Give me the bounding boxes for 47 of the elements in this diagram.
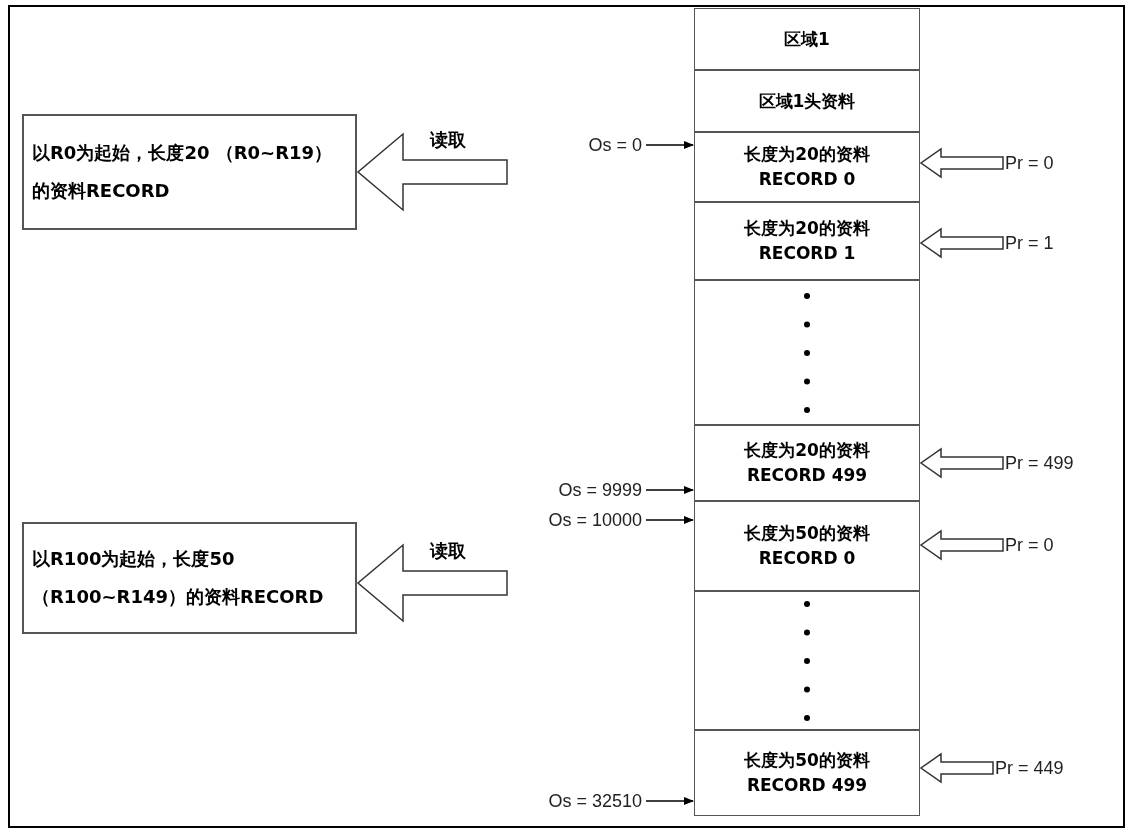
memory-cell <box>694 591 920 730</box>
memory-cell <box>694 730 920 816</box>
record-label: RECORD 0 <box>758 168 856 191</box>
offset-label: Os = 10000 <box>548 509 642 531</box>
hollow-arrow <box>919 147 1004 179</box>
arrow <box>645 486 694 494</box>
arrow <box>645 141 694 149</box>
offset-label: Os = 9999 <box>558 479 642 501</box>
edge-label: 读取 <box>428 539 468 563</box>
record-label: RECORD 1 <box>758 242 856 265</box>
pointer-label: Pr = 449 <box>995 757 1064 779</box>
memory-cell <box>694 8 920 70</box>
pointer-label: Pr = 0 <box>1005 152 1054 174</box>
hollow-arrow <box>919 752 994 784</box>
hollow-arrow <box>356 132 508 212</box>
cell-title: 长度为20的资料 <box>744 439 870 463</box>
record-label: RECORD 499 <box>746 464 868 487</box>
memory-cell <box>694 70 920 132</box>
description-box <box>22 114 357 230</box>
record-label: RECORD 0 <box>758 547 856 570</box>
cell-title: 长度为50的资料 <box>744 522 870 546</box>
record-label: RECORD 499 <box>746 774 868 797</box>
arrow <box>645 516 694 524</box>
edge-label: 读取 <box>428 128 468 152</box>
arrow <box>645 797 694 805</box>
cell-title: 长度为20的资料 <box>744 143 870 167</box>
hollow-arrow <box>356 543 508 623</box>
offset-label: Os = 0 <box>588 134 642 156</box>
memory-cell <box>694 425 920 501</box>
memory-cell <box>694 132 920 202</box>
offset-label: Os = 32510 <box>548 790 642 812</box>
cell-title: 区域1头资料 <box>758 89 856 113</box>
cell-title: 区域1 <box>784 27 830 51</box>
cell-title: 长度为50的资料 <box>744 749 870 773</box>
memory-cell <box>694 280 920 425</box>
memory-cell <box>694 501 920 591</box>
pointer-label: Pr = 0 <box>1005 534 1054 556</box>
cell-title: 长度为20的资料 <box>744 217 870 241</box>
pointer-label: Pr = 1 <box>1005 232 1054 254</box>
description-text: 以R0为起始，长度20 （R0~R19）的资料RECORD <box>32 141 334 203</box>
hollow-arrow <box>919 227 1004 259</box>
memory-cell <box>694 202 920 280</box>
pointer-label: Pr = 499 <box>1005 452 1074 474</box>
hollow-arrow <box>919 447 1004 479</box>
description-text: 以R100为起始，长度50（R100~R149）的资料RECORD <box>32 547 325 609</box>
hollow-arrow <box>919 529 1004 561</box>
description-box <box>22 522 357 634</box>
